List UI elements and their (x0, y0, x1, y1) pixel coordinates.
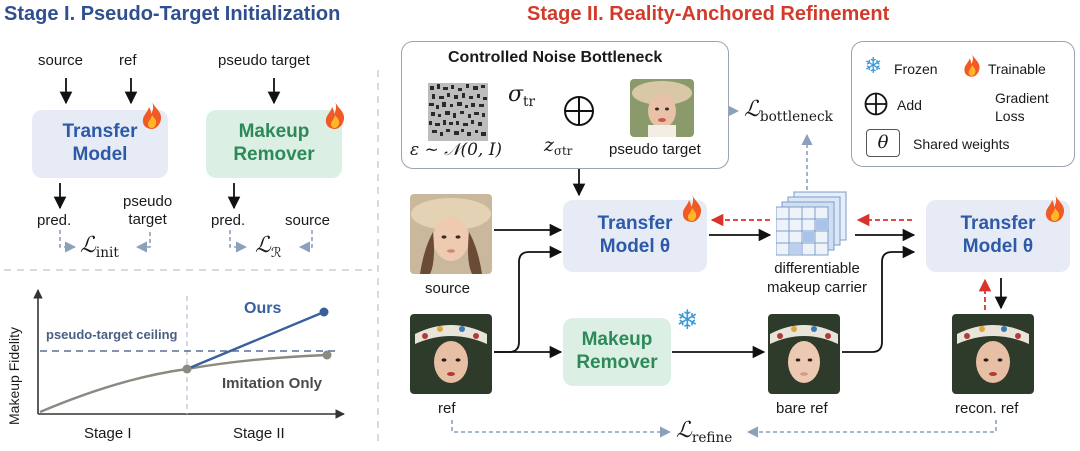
snowflake-icon: ❄ (676, 305, 699, 335)
z-sigma-label: zσtr (544, 134, 572, 158)
label-line: differentiable (774, 260, 860, 277)
ref-photo (410, 314, 492, 394)
ours-line (186, 310, 325, 371)
box-line: Model (72, 144, 128, 165)
sigma-tr: σtr (508, 82, 535, 110)
stage1-pseudo-target-out: pseudo target (123, 193, 172, 229)
loss-r: ℒℛ (255, 233, 282, 261)
ceiling-label: pseudo-target ceiling (46, 327, 178, 342)
legend-panel (851, 41, 1075, 167)
plot-junction-point (182, 364, 192, 374)
legend-add: Add (897, 97, 922, 113)
snowflake-icon: ❄ (864, 53, 883, 78)
loss-symbol: ℒ (676, 418, 692, 443)
epsilon-label: ε ~ 𝒩(0, I) (410, 140, 503, 160)
loss-init: ℒinit (80, 233, 119, 261)
imitation-label: Imitation Only (222, 375, 323, 392)
makeup-remover-box: Makeup Remover (563, 318, 671, 386)
bare-ref-label: bare ref (776, 400, 828, 417)
box-line: Remover (233, 144, 315, 165)
transfer-model-1-box: Transfer Model θ (563, 200, 707, 272)
stage1-pseudo-target-label: pseudo target (218, 52, 310, 69)
loss-symbol: ℒ (744, 97, 760, 122)
ours-label: Ours (244, 300, 282, 317)
imitation-end-point (322, 350, 332, 360)
bottleneck-pseudo-target-label: pseudo target (609, 141, 701, 158)
legend-gradient: Gradient (995, 90, 1049, 106)
box-line: Model θ (599, 236, 671, 257)
stage1-makeup-remover-box: Makeup Remover (206, 110, 342, 178)
loss-symbol: ℒ (80, 233, 96, 258)
loss-symbol: ℒ (255, 233, 271, 258)
source-photo (410, 194, 492, 274)
legend-loss: Loss (995, 108, 1025, 124)
loss-refine: ℒrefine (676, 418, 732, 446)
stage1-source-out: source (285, 212, 331, 229)
shared-weights-symbol: θ (866, 129, 900, 157)
box-line: Makeup (238, 121, 310, 143)
recon-ref-photo (952, 314, 1034, 394)
loss-subscript: ℛ (270, 244, 282, 261)
z-symbol: z (544, 134, 555, 156)
loss-bottleneck: ℒbottleneck (744, 97, 833, 125)
xtick-stage2: Stage II (233, 425, 285, 442)
loss-subscript: init (95, 244, 119, 261)
carrier-label: differentiable makeup carrier (757, 259, 877, 297)
noise-image (428, 83, 488, 141)
box-line: Model θ (962, 236, 1034, 257)
stage1-ref-label: ref (119, 52, 137, 69)
ref-label: ref (438, 400, 456, 417)
legend-trainable: Trainable (988, 61, 1046, 77)
label-line: target (128, 211, 167, 228)
box-line: Makeup (581, 329, 653, 351)
box-line: Transfer (960, 213, 1036, 235)
ours-end-point (319, 307, 329, 317)
stage1-title: Stage I. Pseudo-Target Initialization (4, 3, 341, 25)
z-subscript: σtr (554, 144, 573, 159)
box-line: Transfer (597, 213, 673, 235)
label-line: makeup carrier (766, 279, 868, 296)
recon-ref-label: recon. ref (955, 400, 1019, 417)
stage2-title: Stage II. Reality-Anchored Refinement (527, 3, 890, 25)
stage1-pred-left: pred. (37, 212, 72, 229)
sigma-symbol: σ (508, 82, 524, 107)
sigma-subscript: tr (523, 93, 536, 110)
plot-y-label: Makeup Fidelity (6, 326, 22, 425)
label-line: pseudo (123, 193, 173, 210)
loss-subscript: bottleneck (759, 108, 833, 125)
bare-ref-photo (768, 314, 840, 394)
legend-frozen: Frozen (894, 61, 938, 77)
box-line: Remover (576, 352, 658, 373)
stage1-pred-right: pred. (211, 212, 246, 229)
legend-shared: Shared weights (913, 136, 1010, 152)
loss-subscript: refine (691, 429, 733, 446)
box-line: Transfer (62, 121, 138, 143)
stage1-source-label: source (38, 52, 84, 69)
bottleneck-title: Controlled Noise Bottleneck (448, 49, 663, 66)
source-label: source (425, 280, 471, 297)
xtick-stage1: Stage I (84, 425, 132, 442)
pseudo-target-photo (630, 79, 694, 137)
